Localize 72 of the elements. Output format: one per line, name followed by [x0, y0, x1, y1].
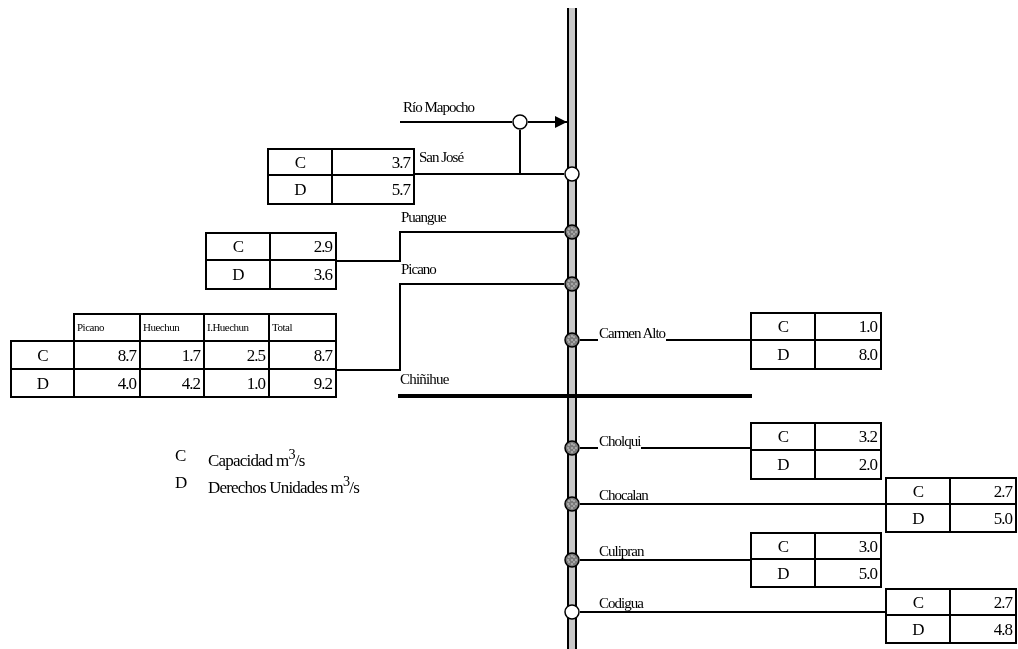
canal-line — [414, 173, 565, 175]
table-cell: D — [205, 259, 271, 290]
table-cell: C — [750, 422, 816, 451]
junction-circle — [564, 496, 580, 512]
junction-circle — [512, 114, 528, 130]
table-cell: Total — [268, 313, 337, 342]
table-cell: 5.7 — [331, 174, 415, 205]
legend-key: D — [175, 474, 187, 491]
table-cell: C — [750, 312, 816, 341]
data-table — [750, 532, 882, 588]
junction-circle — [564, 224, 580, 240]
junction-circle — [564, 552, 580, 568]
canal-line — [579, 559, 751, 561]
table-cell: 2.7 — [949, 588, 1017, 616]
canal-line — [579, 611, 886, 613]
table-cell: 3.7 — [331, 148, 415, 176]
table-cell: C — [10, 340, 75, 370]
canal-line — [336, 283, 565, 371]
table-cell: Picano — [73, 313, 141, 342]
table-cell: C — [885, 588, 951, 616]
table-cell: D — [750, 558, 816, 588]
legend-key: C — [175, 447, 186, 464]
edge-label: Puangue — [400, 210, 447, 225]
table-cell: 3.6 — [269, 259, 337, 290]
table-cell: D — [885, 503, 951, 533]
canal-line — [399, 121, 513, 123]
table-cell: D — [750, 449, 816, 480]
table-cell: C — [750, 532, 816, 560]
edge-label: Río Mapocho — [402, 100, 476, 115]
table-cell: 9.2 — [268, 368, 337, 398]
edge-label: Codigua — [598, 596, 644, 611]
table-cell: D — [267, 174, 333, 205]
table-cell: 2.9 — [269, 232, 337, 261]
edge-label: San José — [418, 150, 465, 165]
data-table — [750, 312, 882, 370]
flow-arrow — [527, 116, 568, 128]
table-cell: 4.8 — [949, 614, 1017, 644]
edge-label: Culipran — [598, 544, 645, 559]
table-cell: 1.0 — [814, 312, 882, 341]
data-table — [750, 422, 882, 480]
table-cell: D — [885, 614, 951, 644]
edge-label: Cholqui — [598, 434, 642, 449]
data-table — [267, 148, 415, 205]
legend-description: Capacidad m$^{3}$/s — [208, 447, 305, 469]
data-table — [205, 232, 337, 290]
table-cell: C — [267, 148, 333, 176]
canal-line — [579, 503, 886, 505]
table-cell: 3.0 — [814, 532, 882, 560]
table-cell: 3.2 — [814, 422, 882, 451]
junction-circle — [564, 276, 580, 292]
junction-circle — [564, 166, 580, 182]
legend-description: Derechos Unidades m$^{3}$/s — [208, 474, 359, 496]
data-table — [885, 588, 1017, 644]
canal-label: Chiñihue — [400, 372, 449, 387]
table-cell: D — [750, 339, 816, 370]
junction-circle — [564, 440, 580, 456]
table-cell: C — [205, 232, 271, 261]
edge-label: Picano — [400, 262, 437, 277]
table-cell: 5.0 — [814, 558, 882, 588]
table-cell: C — [885, 477, 951, 505]
table-cell: 2.7 — [949, 477, 1017, 505]
table-cell: 8.0 — [814, 339, 882, 370]
edge-label: Chocalan — [598, 488, 649, 503]
table-cell: 2.0 — [814, 449, 882, 480]
junction-circle — [564, 332, 580, 348]
table-cell: D — [10, 368, 75, 398]
junction-circle — [564, 604, 580, 620]
edge-label: Carmen Alto — [598, 326, 667, 341]
canal-line — [336, 231, 565, 262]
table-cell: 5.0 — [949, 503, 1017, 533]
data-table — [10, 313, 337, 398]
data-table — [885, 477, 1017, 533]
